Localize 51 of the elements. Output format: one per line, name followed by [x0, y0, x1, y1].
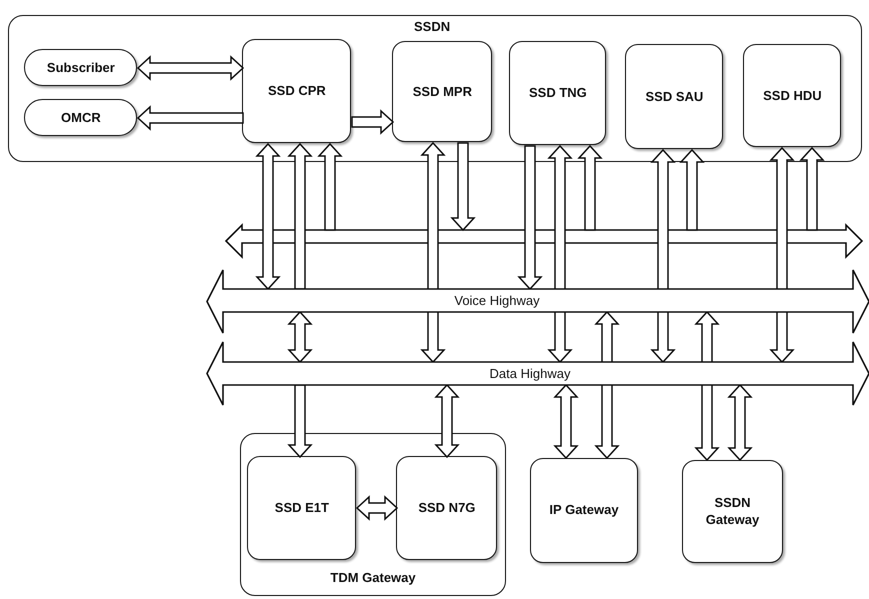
hollow-arrow: [694, 310, 720, 462]
box-label: SSD SAU: [644, 88, 704, 106]
process-box: [242, 39, 352, 144]
hollow-arrow: [287, 310, 313, 364]
process-box: [392, 41, 492, 142]
box-label: SSDN Gateway: [704, 495, 760, 528]
group-container: [240, 433, 506, 596]
box-label: SSD MPR: [412, 84, 473, 100]
hollow-arrow: [287, 384, 313, 458]
hollow-arrow: [547, 144, 573, 364]
hollow-arrow: [553, 384, 579, 460]
hollow-arrow: [769, 146, 795, 364]
hollow-arrow: [577, 144, 603, 231]
hollow-arrow: [679, 148, 705, 231]
hollow-arrow: [650, 148, 676, 364]
hollow-arrow: [317, 142, 343, 231]
process-box: [625, 44, 724, 150]
box-label: SSD N7G: [417, 500, 476, 517]
process-box: [682, 460, 783, 563]
hollow-arrow: [255, 142, 281, 290]
hollow-arrow: [799, 146, 825, 231]
box-label: SSD TNG: [528, 85, 588, 102]
process-box: [509, 41, 606, 146]
box-label: Subscriber: [46, 60, 116, 76]
container-title: SSDN: [414, 19, 450, 34]
terminator-box: [24, 49, 138, 86]
hollow-arrow: [356, 495, 398, 521]
box-label: SSD HDU: [762, 88, 823, 104]
hollow-arrow: [351, 109, 394, 135]
bus-label: Voice Highway: [454, 293, 540, 308]
hollow-arrow: [727, 384, 753, 462]
process-box: [530, 458, 638, 563]
terminator-box: [24, 99, 138, 136]
hollow-arrow: [420, 142, 446, 364]
group-container: [8, 15, 862, 162]
box-label: SSD E1T: [274, 500, 330, 517]
hollow-arrow: [594, 310, 620, 460]
box-label: SSD CPR: [266, 83, 327, 100]
box-label: IP Gateway: [548, 502, 620, 519]
hollow-arrow: [450, 142, 476, 232]
hollow-arrow: [517, 145, 543, 290]
hollow-arrow: [136, 105, 244, 131]
hollow-arrow: [136, 55, 244, 81]
hollow-arrow: [287, 142, 313, 290]
container-title: TDM Gateway: [329, 570, 417, 585]
box-label: OMCR: [60, 110, 102, 126]
process-box: [247, 456, 356, 560]
process-box: [743, 44, 842, 148]
process-box: [396, 456, 498, 560]
hollow-arrow: [434, 384, 460, 458]
bus-label: Data Highway: [490, 366, 570, 381]
